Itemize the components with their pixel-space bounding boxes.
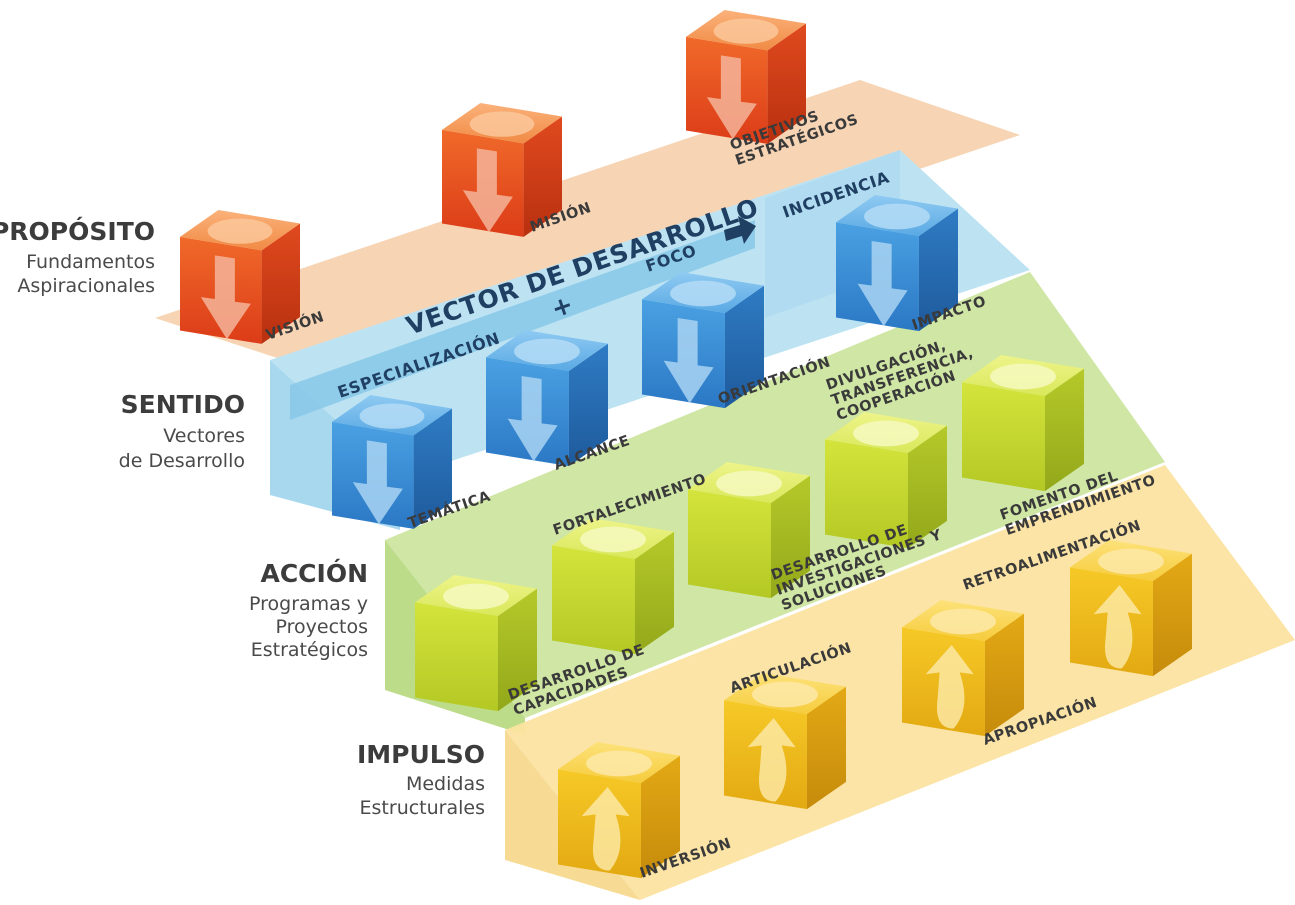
arrow-up-icon xyxy=(1093,584,1142,669)
level-subtitle: Estratégicos xyxy=(251,639,368,661)
cube-disc xyxy=(864,203,930,230)
cube-disc xyxy=(469,111,535,137)
cube-side-face xyxy=(1152,553,1192,677)
cube-front-face xyxy=(962,382,1045,492)
proposito-plane xyxy=(155,80,1020,372)
level-subtitle: Fundamentos xyxy=(26,251,155,273)
cube-disc xyxy=(586,750,652,777)
cube-disc xyxy=(514,338,580,365)
level-sentido: SENTIDO Vectores de Desarrollo xyxy=(119,390,245,472)
cube-side-face xyxy=(724,285,764,409)
cube-fomento xyxy=(962,355,1084,492)
arrow-right-icon xyxy=(724,216,756,244)
arrow-down-icon xyxy=(352,440,403,525)
cube-vision xyxy=(180,210,300,344)
cube-side-face xyxy=(767,23,806,144)
cube-objetivos xyxy=(686,10,806,144)
level-title: PROPÓSITO xyxy=(0,216,155,246)
cube-side-face xyxy=(1044,368,1084,492)
arrow-down-icon xyxy=(200,255,251,340)
arrow-down-icon xyxy=(462,148,513,233)
level-subtitle: de Desarrollo xyxy=(119,450,245,472)
level-title: ACCIÓN xyxy=(260,558,368,588)
cube-side-face xyxy=(568,343,608,467)
cube-disc xyxy=(670,280,736,307)
cube-disc xyxy=(930,608,996,635)
cube-side-face xyxy=(806,686,846,810)
cube-disc xyxy=(713,18,779,44)
cube-disc xyxy=(1098,548,1164,575)
cube-side-face xyxy=(640,755,680,879)
cube-side-face xyxy=(261,223,300,344)
cube-front-face xyxy=(688,489,771,599)
cube-retroalimentacion xyxy=(1070,540,1192,677)
cube-disc xyxy=(752,681,818,708)
level-title: IMPULSO xyxy=(357,740,485,769)
cube-side-face xyxy=(907,425,947,549)
cube-fortalecimiento xyxy=(552,518,674,655)
cube-disc xyxy=(580,526,646,553)
cube-desarrollo-capacidades xyxy=(415,575,537,712)
cube-articulacion xyxy=(724,673,846,810)
level-proposito: PROPÓSITO Fundamentos Aspiracionales xyxy=(0,216,155,297)
cube-side-face xyxy=(634,531,674,655)
arrow-up-icon xyxy=(747,717,796,802)
cube-side-face xyxy=(523,116,562,237)
cube-orientacion xyxy=(642,272,764,409)
level-title: SENTIDO xyxy=(121,390,245,419)
level-subtitle: Programas y xyxy=(249,593,368,615)
arrow-down-icon xyxy=(663,317,714,404)
cube-disc xyxy=(359,403,425,429)
cube-disc xyxy=(990,363,1056,390)
cube-alcance xyxy=(486,330,608,467)
cube-mision xyxy=(442,103,562,237)
level-subtitle: Aspiracionales xyxy=(17,275,155,297)
cube-front-face xyxy=(415,602,498,712)
cube-front-face xyxy=(825,439,908,549)
arrow-down-icon xyxy=(857,240,908,327)
level-impulso: IMPULSO Medidas Estructurales xyxy=(357,740,485,819)
cube-divulgacion xyxy=(825,412,947,549)
arrow-down-icon xyxy=(706,55,757,140)
cube-side-face xyxy=(413,408,452,529)
cube-side-face xyxy=(497,588,537,712)
arrow-up-icon xyxy=(581,786,630,871)
cube-disc xyxy=(207,218,273,244)
level-subtitle: Medidas xyxy=(406,773,485,795)
cube-inversion xyxy=(558,742,680,879)
cube-apropiacion xyxy=(902,600,1024,737)
cube-disc xyxy=(443,583,509,610)
cube-investigaciones xyxy=(688,462,810,599)
level-subtitle: Vectores xyxy=(163,425,245,447)
vector-band xyxy=(290,220,755,420)
cube-front-face xyxy=(552,545,635,655)
level-accion: ACCIÓN Programas y Proyectos Estratégico… xyxy=(249,558,368,661)
arrow-down-icon xyxy=(507,375,558,462)
level-subtitle: Proyectos xyxy=(276,616,369,638)
cube-disc xyxy=(853,420,919,447)
cube-side-face xyxy=(984,613,1024,737)
cube-tematica xyxy=(332,395,452,529)
cube-impacto xyxy=(836,195,958,332)
level-subtitle: Estructurales xyxy=(360,797,485,819)
arrow-up-icon xyxy=(925,644,974,729)
cube-disc xyxy=(716,470,782,497)
cube-side-face xyxy=(918,208,958,332)
cube-side-face xyxy=(770,475,810,599)
